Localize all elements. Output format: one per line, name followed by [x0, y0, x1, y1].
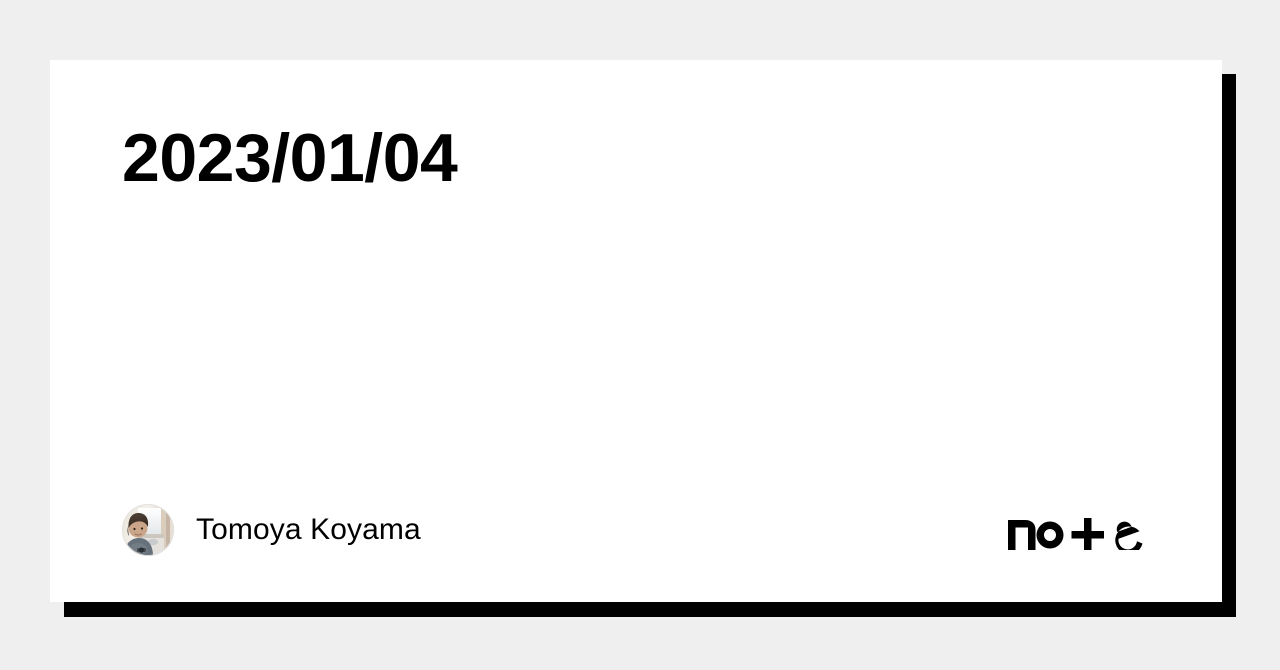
author-block[interactable]: Tomoya Koyama [122, 504, 421, 556]
page-title: 2023/01/04 [122, 120, 458, 196]
card-footer: Tomoya Koyama [122, 502, 1170, 558]
avatar [122, 504, 174, 556]
article-card[interactable]: 2023/01/04 [50, 60, 1222, 602]
note-logo[interactable] [1008, 510, 1170, 550]
author-name: Tomoya Koyama [196, 513, 421, 546]
